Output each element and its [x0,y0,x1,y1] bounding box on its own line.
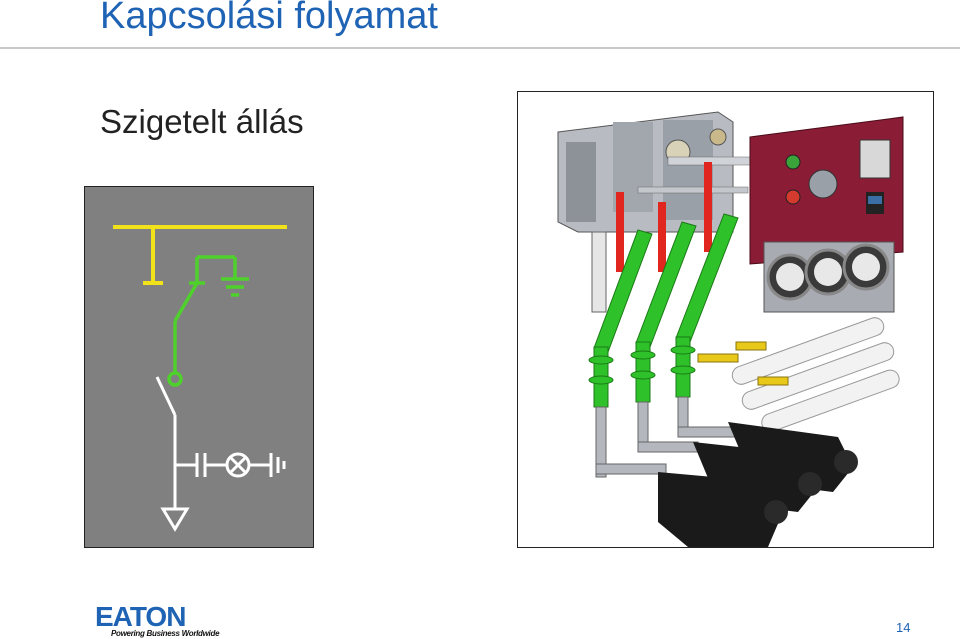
title-divider [0,47,960,49]
switchgear-illustration [517,91,934,548]
logo-wordmark: EATON [95,601,186,632]
control-panel [749,116,904,313]
mechanism-block [557,111,759,233]
eaton-logo: EATON Powering Business Worldwide [95,601,220,639]
single-line-diagram [84,186,314,548]
busbar [113,225,287,285]
operating-rods [616,162,712,272]
connection-pipes [591,231,739,478]
slide-title: Kapcsolási folyamat [100,0,438,37]
slide-subtitle: Szigetelt állás [100,103,304,140]
logo-tagline: Powering Business Worldwide [111,629,220,638]
cable-heads [658,422,858,547]
insulators [588,213,739,408]
earthing-switch [167,255,249,387]
feeder-circuit [155,376,286,532]
spare-insulators [697,317,900,433]
page-number: 14 [896,620,911,635]
